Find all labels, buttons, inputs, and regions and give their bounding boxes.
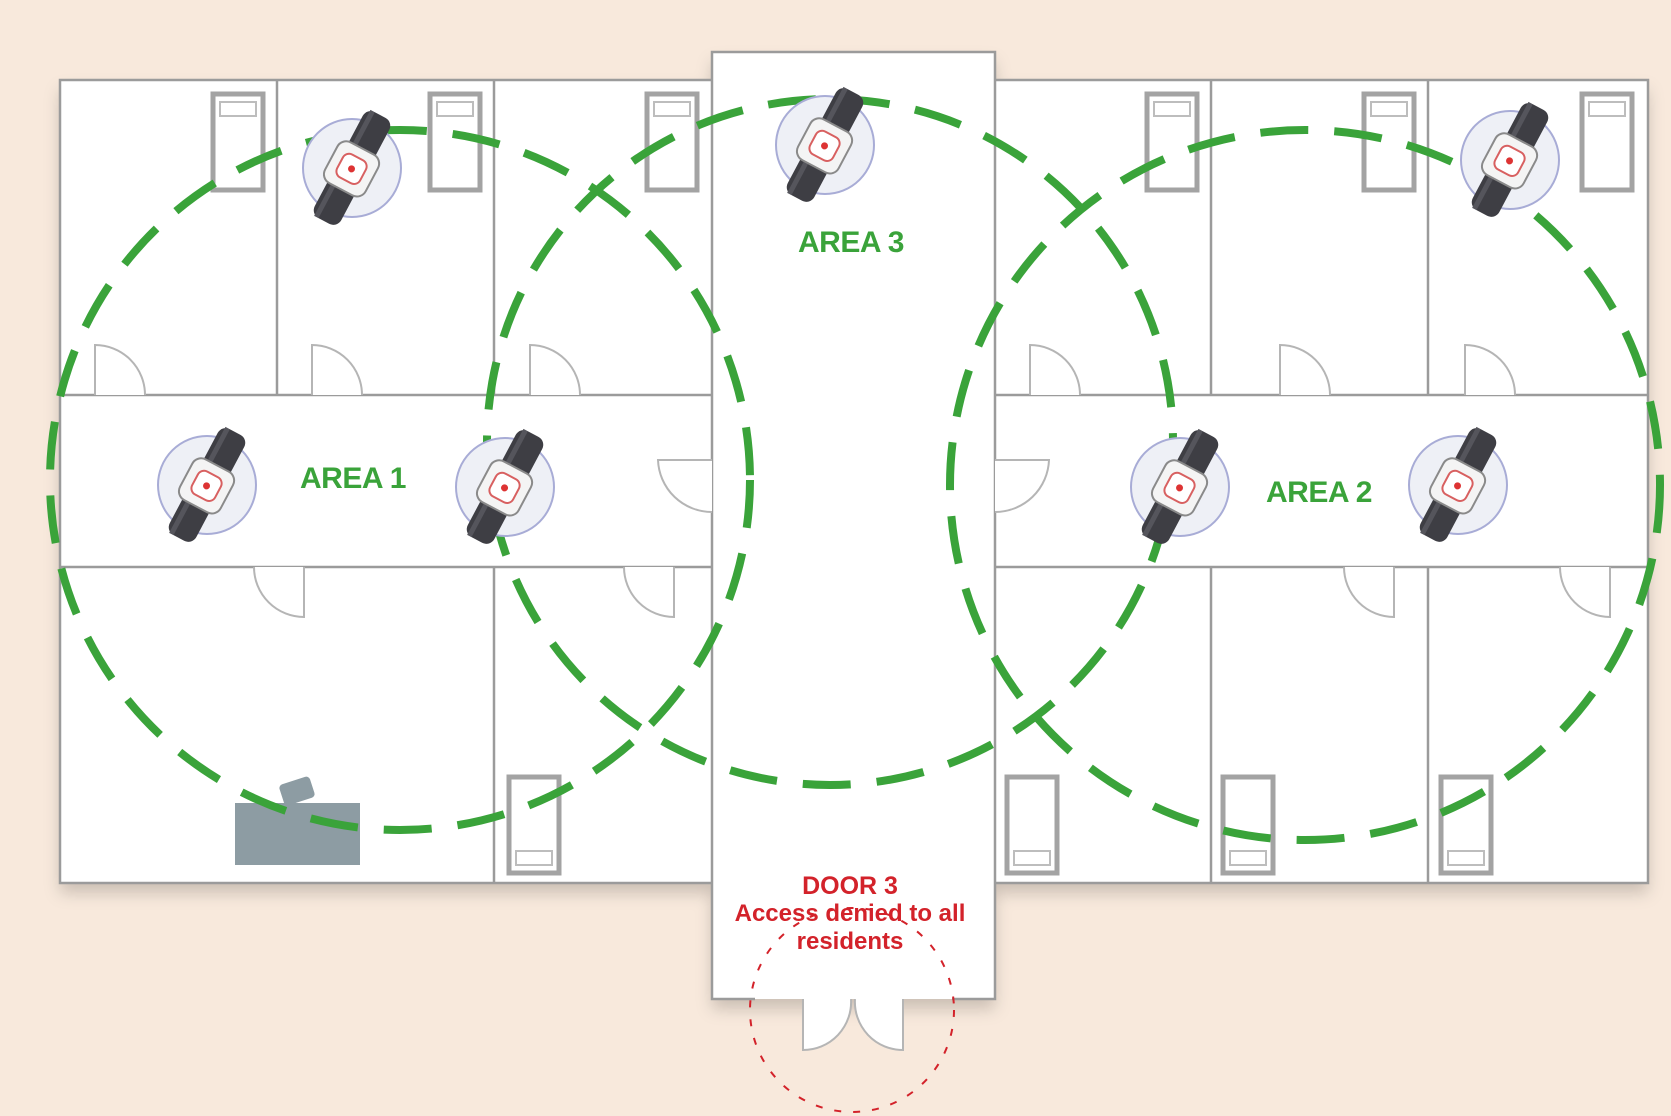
area-2-coverage-ring xyxy=(946,126,1664,844)
door-swings xyxy=(94,343,1611,1052)
bed-icon xyxy=(1147,94,1197,190)
area-2-label: AREA 2 xyxy=(1266,476,1372,509)
bed-icon xyxy=(430,94,480,190)
bed-icon xyxy=(1582,94,1632,190)
building-footprint xyxy=(60,52,1648,999)
bed-icon xyxy=(213,94,263,190)
area-1-coverage-ring xyxy=(46,126,754,834)
bed-icon xyxy=(1223,777,1273,873)
door-3-label: DOOR 3 Access denied to all residents xyxy=(700,872,1000,956)
desk-icon xyxy=(235,776,360,865)
area-1-label: AREA 1 xyxy=(300,462,406,495)
area-3-label: AREA 3 xyxy=(798,226,904,259)
door-3-title: DOOR 3 xyxy=(802,872,898,900)
door-3-note: Access denied to all residents xyxy=(734,900,966,955)
bed-icon xyxy=(1364,94,1414,190)
door-3-restriction-ring xyxy=(749,907,955,1113)
bed-icon xyxy=(1007,777,1057,873)
